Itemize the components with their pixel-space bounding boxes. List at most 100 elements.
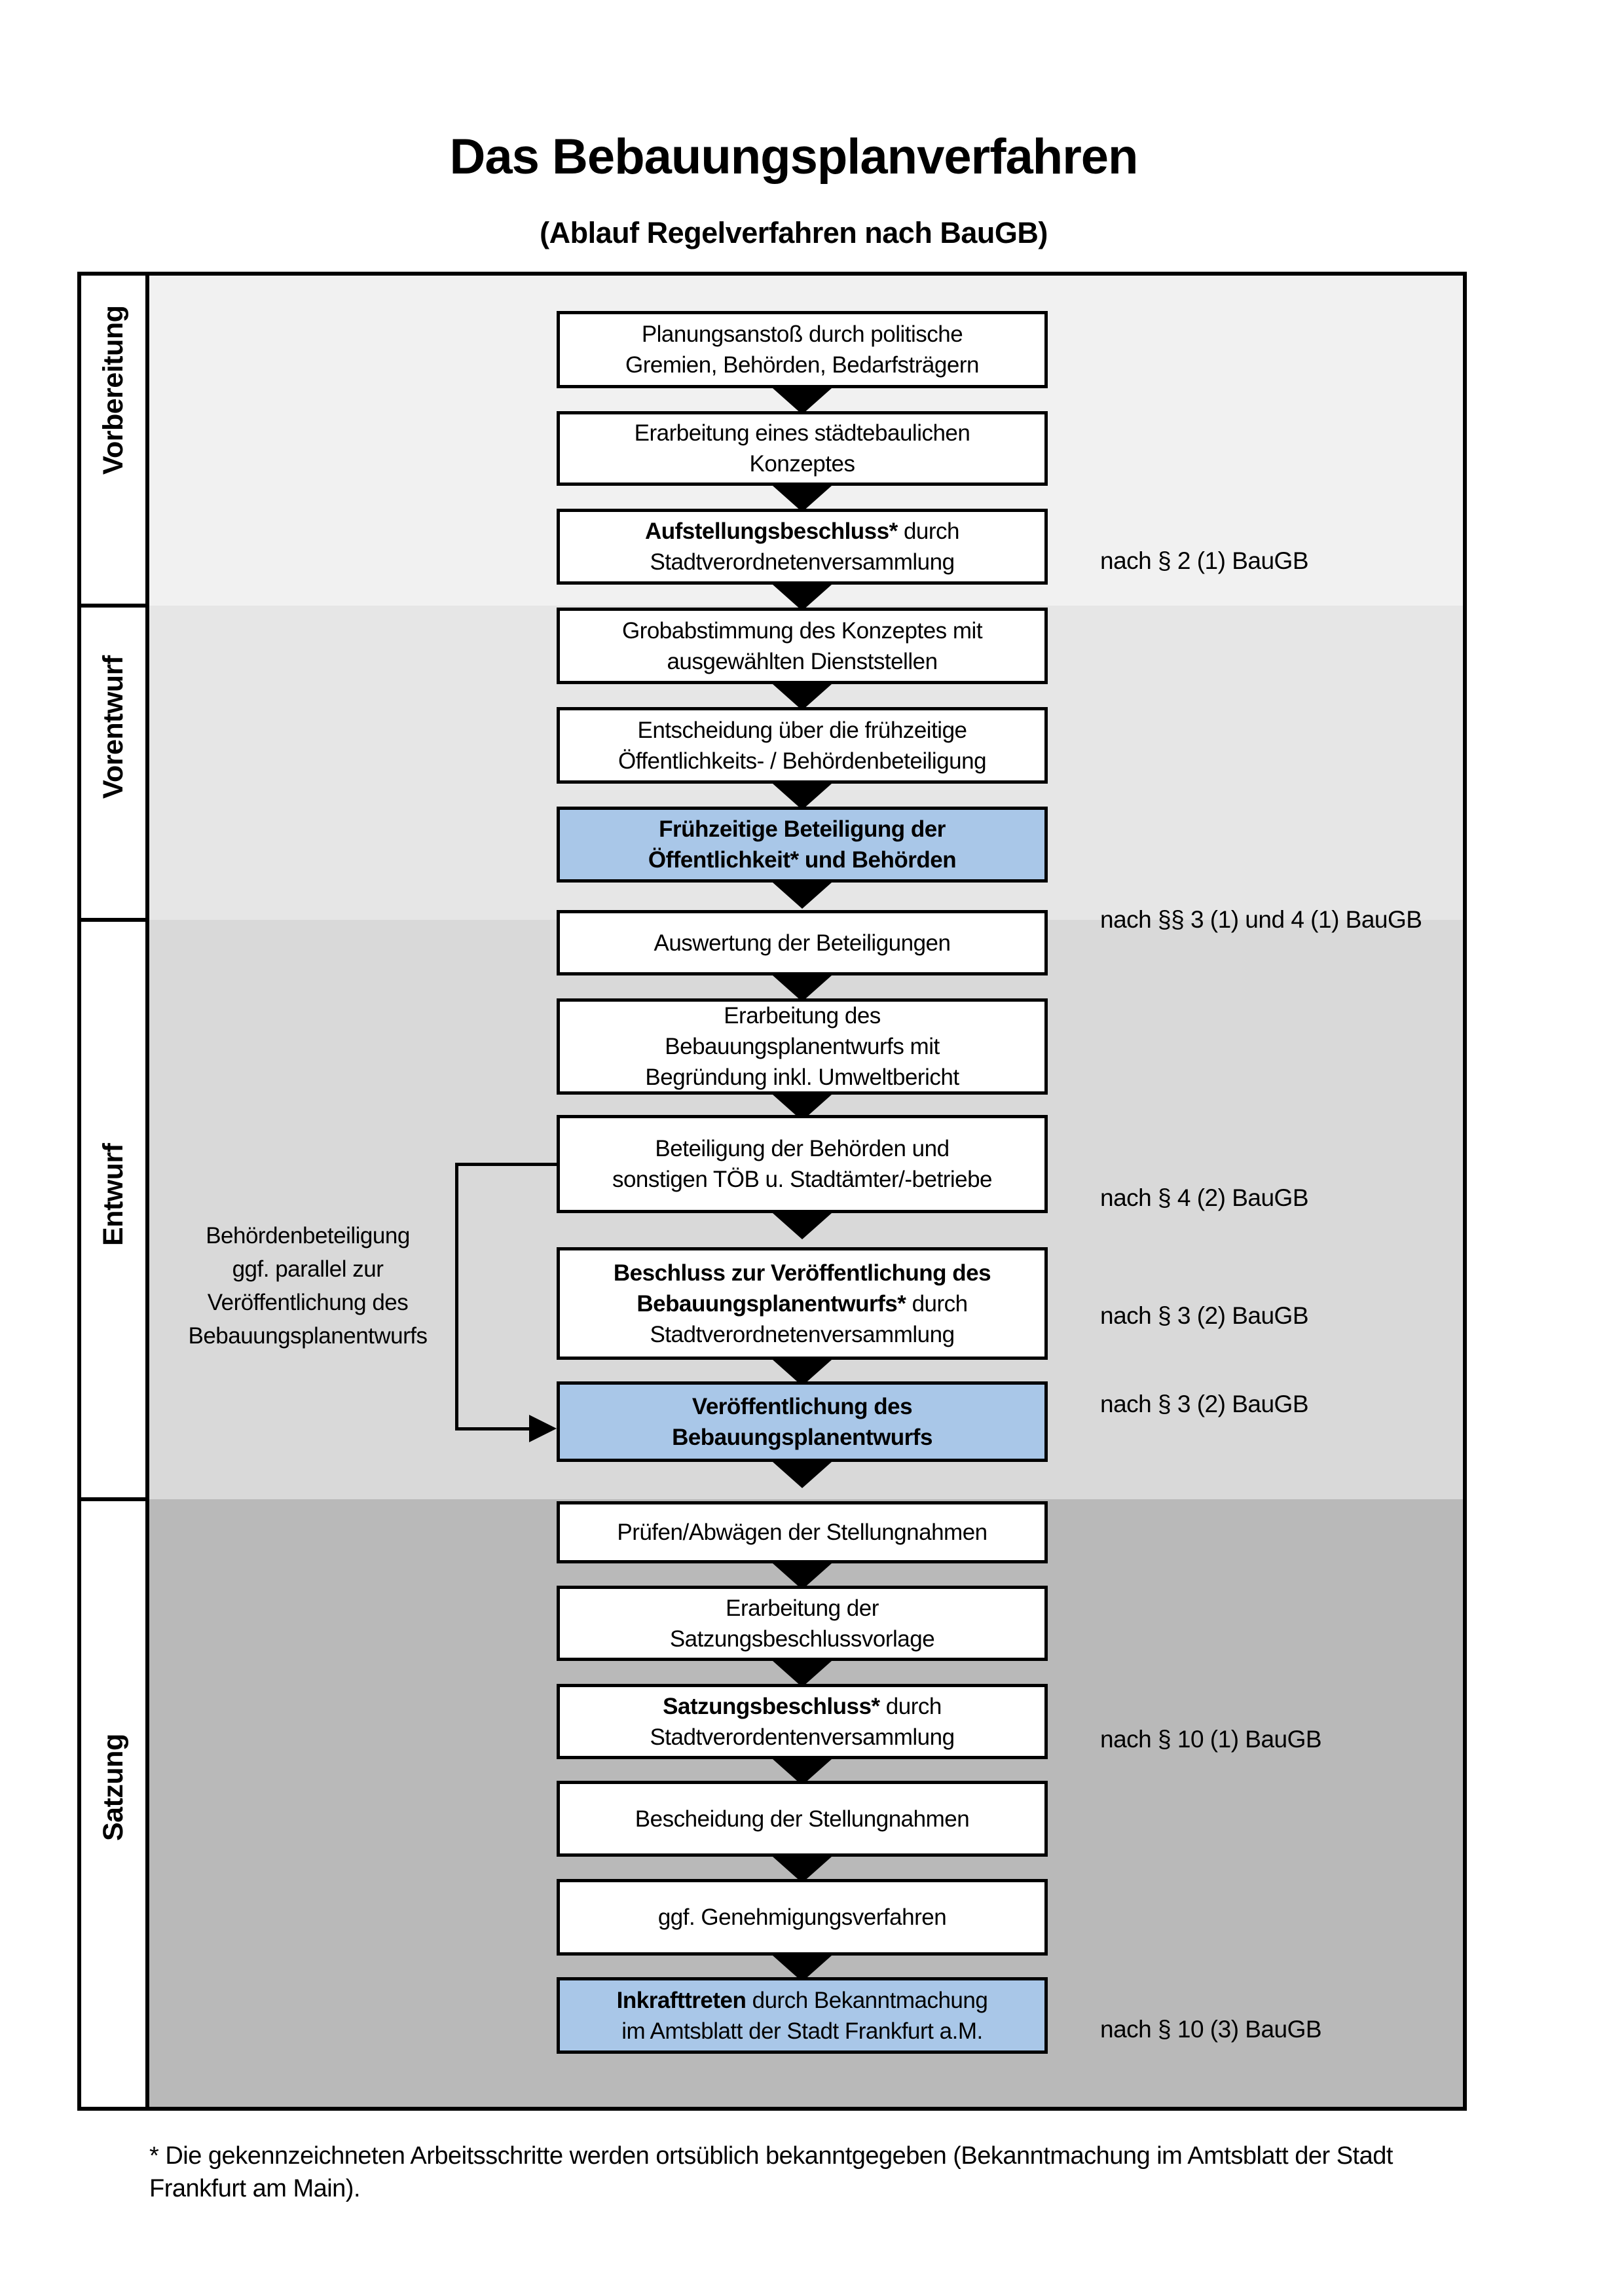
process-box-line: Satzungsbeschluss* durch: [663, 1691, 942, 1722]
process-box-text: Beschluss zur Veröffentlichung des: [613, 1260, 991, 1286]
connector-bottom-line: [455, 1427, 530, 1430]
arrow-down-icon: [773, 1661, 832, 1687]
process-box-line: ausgewählten Dienststellen: [667, 646, 938, 677]
page-subtitle: (Ablauf Regelverfahren nach BauGB): [540, 216, 1048, 249]
process-box-line: im Amtsblatt der Stadt Frankfurt a.M.: [621, 2016, 983, 2047]
connector-vertical-line: [455, 1163, 458, 1430]
process-box-line: Inkrafttreten durch Bekanntmachung: [617, 1985, 988, 2016]
process-box-text: Öffentlichkeit* und Behörden: [648, 847, 957, 873]
process-box-text: Bebauungsplanentwurfs mit: [665, 1034, 940, 1059]
process-box-line: Beschluss zur Veröffentlichung des: [614, 1258, 991, 1288]
process-box-line: Erarbeitung eines städtebaulichen: [635, 418, 970, 448]
process-box-pruefen-abwaegen-stellungnahmen: Prüfen/Abwägen der Stellungnahmen: [557, 1501, 1048, 1563]
process-box-text: Erarbeitung der: [726, 1595, 879, 1621]
legal-reference-veroeffentlichungsbeschluss: nach § 3 (2) BauGB: [1100, 1302, 1309, 1329]
legal-reference-behoerdenbeteiligung: nach § 4 (2) BauGB: [1100, 1184, 1309, 1211]
process-box-text: durch: [897, 519, 960, 544]
process-box-text: durch Bekanntmachung: [746, 1987, 988, 2013]
page-title: Das Bebauungsplanverfahren: [449, 129, 1139, 185]
process-box-text: Erarbeitung des: [724, 1003, 881, 1029]
arrow-down-icon: [773, 784, 832, 810]
process-box-line: Bebauungsplanentwurfs* durch: [637, 1288, 969, 1319]
legal-reference-aufstellungsbeschluss: nach § 2 (1) BauGB: [1100, 547, 1309, 574]
process-box-text: Satzungsbeschluss*: [663, 1693, 880, 1719]
process-box-line: Begründung inkl. Umweltbericht: [645, 1062, 959, 1093]
process-box-text: Bebauungsplanentwurfs: [672, 1424, 932, 1450]
phase-divider: [77, 918, 149, 922]
process-box-text: Öffentlichkeits- / Behördenbeteiligung: [618, 748, 987, 774]
process-box-text: Stadtverordnetenversammlung: [650, 549, 955, 575]
process-box-text: Bescheidung der Stellungnahmen: [635, 1806, 970, 1832]
arrow-down-icon: [773, 388, 832, 414]
process-box-line: Stadtverordnetenversammlung: [650, 547, 955, 577]
process-box-text: Aufstellungsbeschluss*: [644, 519, 898, 544]
process-box-line: ggf. Genehmigungsverfahren: [658, 1902, 947, 1933]
footnote-line-1: * Die gekennzeichneten Arbeitsschritte w…: [149, 2142, 1393, 2170]
process-box-text: Begründung inkl. Umweltbericht: [645, 1065, 959, 1090]
process-box-line: Grobabstimmung des Konzeptes mit: [621, 615, 983, 646]
process-box-line: Auswertung der Beteiligungen: [654, 928, 951, 958]
process-box-text: Erarbeitung eines städtebaulichen: [634, 420, 970, 446]
process-box-line: Beteiligung der Behörden und: [655, 1133, 950, 1164]
process-box-genehmigungsverfahren: ggf. Genehmigungsverfahren: [557, 1879, 1048, 1956]
process-box-text: Stadtverordentenversammlung: [650, 1724, 955, 1750]
process-box-line: sonstigen TÖB u. Stadtämter/-betriebe: [612, 1164, 993, 1195]
process-box-text: Gremien, Behörden, Bedarfsträgern: [625, 352, 979, 378]
process-box-line: Aufstellungsbeschluss* durch: [644, 516, 960, 547]
process-box-text: im Amtsblatt der Stadt Frankfurt a.M.: [621, 2018, 983, 2044]
process-box-text: Entscheidung über die frühzeitige: [637, 717, 967, 743]
process-box-text: Planungsanstoß durch politische: [641, 321, 963, 347]
side-note-line: Veröffentlichung des: [207, 1290, 409, 1315]
process-box-line: Stadtverordnetenversammlung: [650, 1319, 955, 1350]
process-box-line: Bebauungsplanentwurfs: [672, 1422, 932, 1453]
arrow-down-icon: [773, 1213, 832, 1239]
process-box-line: Bescheidung der Stellungnahmen: [635, 1804, 970, 1834]
legal-reference-veroeffentlichung-entwurf: nach § 3 (2) BauGB: [1100, 1391, 1309, 1417]
arrow-down-icon: [773, 1563, 832, 1590]
process-box-line: Frühzeitige Beteiligung der: [659, 814, 946, 845]
process-box-behoerdenbeteiligung: Beteiligung der Behörden und sonstigen TÖ…: [557, 1115, 1048, 1213]
process-box-line: Satzungsbeschlussvorlage: [669, 1624, 935, 1654]
process-box-text: Inkrafttreten: [616, 1987, 747, 2013]
process-box-line: Prüfen/Abwägen der Stellungnahmen: [617, 1517, 987, 1548]
process-box-text: Frühzeitige Beteiligung der: [659, 816, 946, 842]
legal-reference-inkrafttreten: nach § 10 (3) BauGB: [1100, 2016, 1322, 2043]
arrow-down-icon: [773, 883, 832, 909]
process-box-bescheidung-stellungnahmen: Bescheidung der Stellungnahmen: [557, 1781, 1048, 1857]
footnote: * Die gekennzeichneten Arbeitsschritte w…: [149, 2140, 1577, 2205]
side-note-line: Bebauungsplanentwurfs: [188, 1323, 428, 1349]
phase-label-satzung: Satzung: [98, 1734, 129, 1841]
process-box-text: durch: [906, 1290, 969, 1317]
process-box-text: Beteiligung der Behörden und: [655, 1136, 950, 1161]
side-note-line: ggf. parallel zur: [232, 1256, 384, 1282]
process-box-text: Bebauungsplanentwurfs*: [637, 1290, 906, 1317]
process-box-line: Planungsanstoß durch politische: [642, 319, 963, 350]
process-box-text: Satzungsbeschlussvorlage: [669, 1626, 935, 1652]
process-box-text: Veröffentlichung des: [692, 1393, 913, 1419]
connector-top-line: [455, 1163, 557, 1166]
legal-reference-satzungsbeschluss: nach § 10 (1) BauGB: [1100, 1726, 1322, 1753]
process-box-line: Konzeptes: [750, 448, 855, 479]
phase-divider: [77, 1497, 149, 1501]
phase-label-vorbereitung: Vorbereitung: [98, 306, 129, 475]
process-box-line: Öffentlichkeit* und Behörden: [648, 845, 957, 875]
arrow-down-icon: [773, 975, 832, 1002]
legal-reference-fruehzeitige-beteiligung: nach §§ 3 (1) und 4 (1) BauGB: [1100, 906, 1422, 933]
process-box-line: Erarbeitung des: [724, 1000, 881, 1031]
footnote-line-2: Frankfurt am Main).: [149, 2175, 361, 2202]
side-note-line: Behördenbeteiligung: [206, 1223, 410, 1248]
process-box-text: Grobabstimmung des Konzeptes mit: [621, 617, 983, 644]
arrow-down-icon: [773, 486, 832, 512]
process-box-text: Auswertung der Beteiligungen: [654, 930, 951, 956]
